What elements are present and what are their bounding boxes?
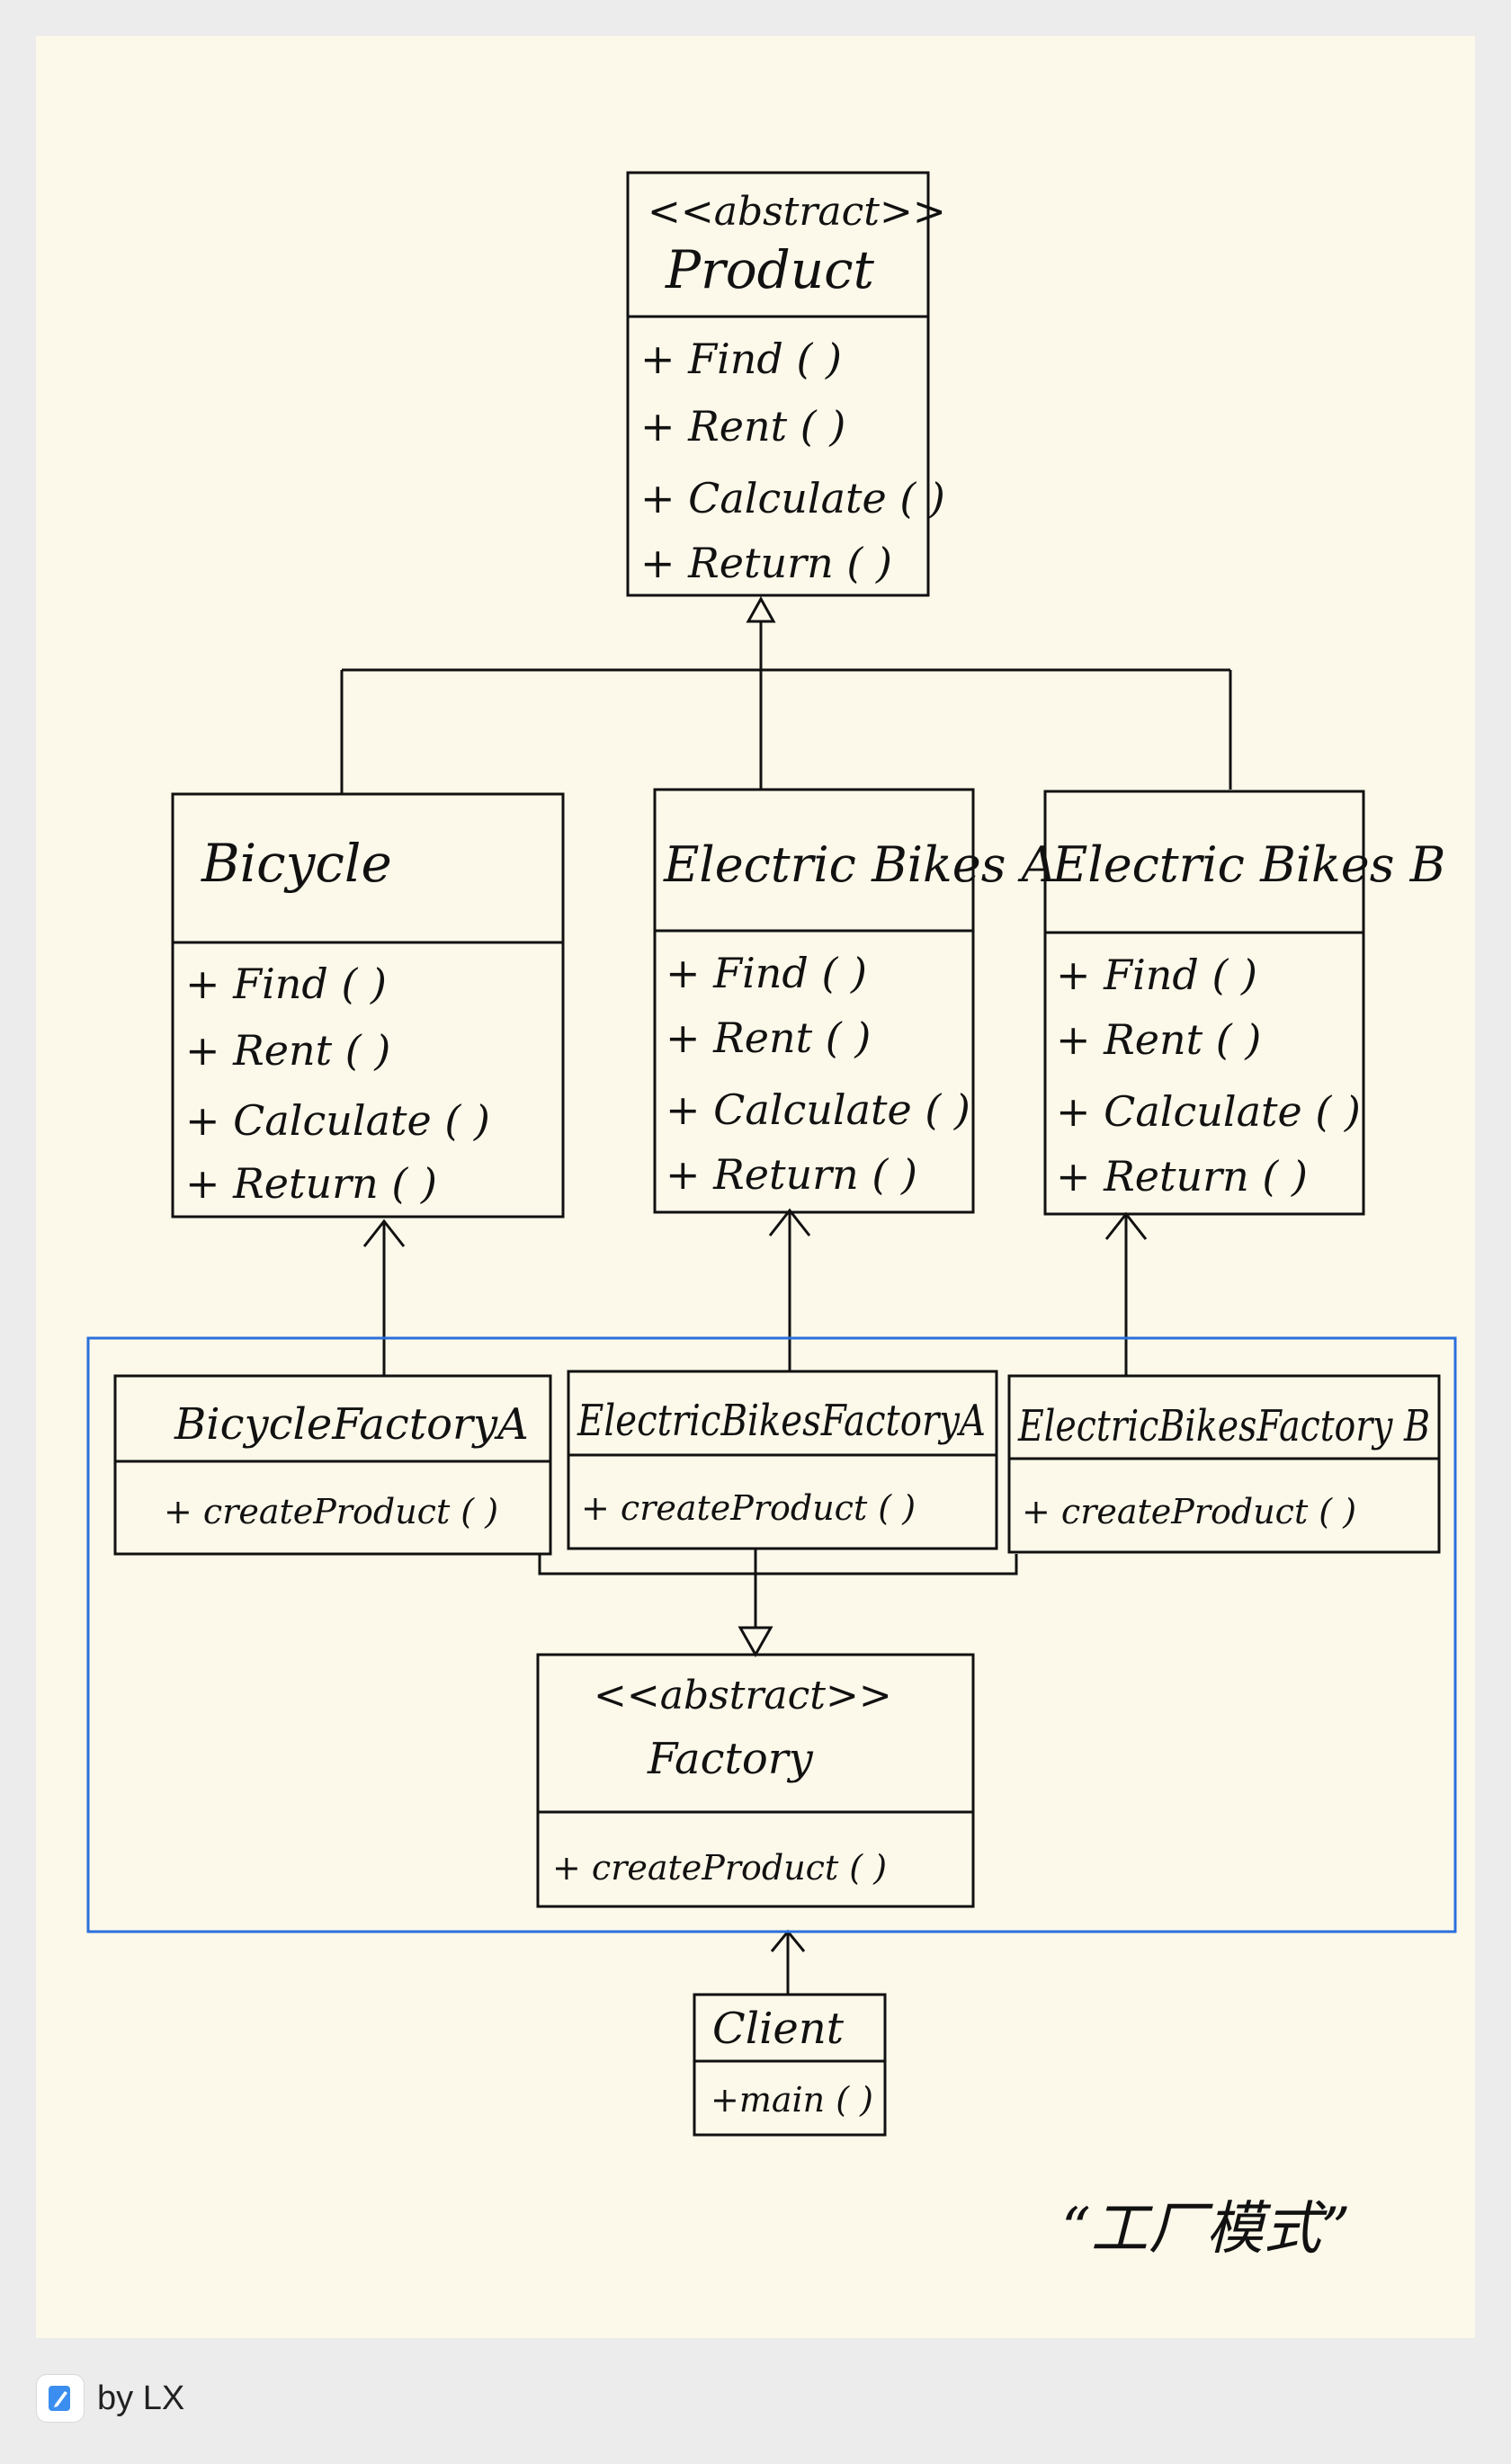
class-operation: + Calculate ( ) xyxy=(1056,1087,1361,1136)
class-name: BicycleFactoryA xyxy=(174,1399,529,1450)
class-operation: + Find ( ) xyxy=(640,335,842,383)
class-operation: + Find ( ) xyxy=(185,960,387,1008)
class-product[interactable]: <<abstract>> Product + Find ( ) + Rent (… xyxy=(626,171,946,597)
paper-canvas: <<abstract>> Product + Find ( ) + Rent (… xyxy=(36,36,1475,2338)
class-box xyxy=(536,1653,975,1908)
factory-inheritance-bus-line xyxy=(538,1554,1018,1576)
class-operation: + Return ( ) xyxy=(640,539,892,587)
generalization-arrowhead xyxy=(746,595,776,623)
class-operation: + Return ( ) xyxy=(1056,1152,1308,1201)
class-operation: + createProduct ( ) xyxy=(1022,1492,1356,1531)
class-name: ElectricBikesFactory B xyxy=(1017,1401,1430,1451)
class-electric-bikes-factory-a[interactable]: ElectricBikesFactoryA + createProduct ( … xyxy=(567,1370,998,1550)
pen-note-icon-glyph xyxy=(49,2386,70,2411)
pen-note-icon[interactable] xyxy=(36,2374,85,2423)
class-box xyxy=(626,171,930,597)
class-name: Product xyxy=(665,239,875,300)
class-electric-bikes-a[interactable]: Electric Bikes A + Find ( ) + Rent ( ) +… xyxy=(653,788,1057,1214)
class-name: Factory xyxy=(647,1734,814,1784)
class-bicycle-factory-a[interactable]: BicycleFactoryA + createProduct ( ) xyxy=(113,1374,552,1556)
class-operation: + Find ( ) xyxy=(1056,951,1257,999)
bicycle-dependency-arrowhead xyxy=(362,1219,406,1247)
class-operation: + Find ( ) xyxy=(666,949,867,997)
class-operation: + Calculate ( ) xyxy=(640,474,945,522)
client-dependency-connector xyxy=(770,1929,806,1995)
class-operation: + Calculate ( ) xyxy=(666,1085,970,1134)
factory-inheritance-connector xyxy=(538,1549,1018,1658)
factory-group-frame xyxy=(86,1336,1457,1933)
class-electric-bikes-factory-b[interactable]: ElectricBikesFactory B + createProduct (… xyxy=(1007,1374,1441,1554)
factory-product-dependencies xyxy=(362,1208,1148,1376)
class-factory[interactable]: <<abstract>> Factory + createProduct ( ) xyxy=(536,1653,975,1908)
class-operation: + Calculate ( ) xyxy=(185,1096,490,1145)
class-operation: + createProduct ( ) xyxy=(552,1848,887,1888)
uml-diagram: <<abstract>> Product + Find ( ) + Rent (… xyxy=(86,171,1457,2263)
class-operation: + Rent ( ) xyxy=(640,402,845,451)
class-electric-bikes-b[interactable]: Electric Bikes B + Find ( ) + Rent ( ) +… xyxy=(1043,790,1445,1216)
diagram-note: “工厂模式” xyxy=(1061,2196,1350,2263)
class-box xyxy=(1043,790,1365,1216)
class-box xyxy=(171,792,565,1219)
class-operation: + Rent ( ) xyxy=(185,1026,390,1075)
class-operation: +main ( ) xyxy=(711,2080,873,2120)
class-box xyxy=(1007,1374,1441,1554)
class-box xyxy=(653,788,975,1214)
class-box xyxy=(693,1993,887,2137)
class-name: Electric Bikes A xyxy=(663,836,1057,893)
class-stereotype: <<abstract>> xyxy=(648,189,946,235)
class-name: Electric Bikes B xyxy=(1051,836,1445,893)
product-inheritance-connector xyxy=(340,595,1232,794)
class-stereotype: <<abstract>> xyxy=(594,1673,892,1719)
footer: by LX xyxy=(36,2374,184,2423)
class-operation: + Return ( ) xyxy=(666,1150,917,1199)
class-operation: + Return ( ) xyxy=(185,1159,437,1208)
class-name: Bicycle xyxy=(201,833,392,894)
class-operation: + createProduct ( ) xyxy=(164,1492,498,1531)
class-client[interactable]: Client +main ( ) xyxy=(693,1993,887,2137)
class-name: Client xyxy=(712,2004,845,2054)
class-operation: + Rent ( ) xyxy=(666,1013,871,1062)
class-name: ElectricBikesFactoryA xyxy=(577,1396,986,1446)
class-bicycle[interactable]: Bicycle + Find ( ) + Rent ( ) + Calculat… xyxy=(171,792,565,1219)
author-byline: by LX xyxy=(97,2379,185,2417)
class-box xyxy=(113,1374,552,1556)
factory-generalization-arrowhead xyxy=(738,1626,773,1658)
class-operation: + createProduct ( ) xyxy=(581,1488,916,1528)
class-box xyxy=(567,1370,998,1550)
ebike-a-dependency-arrowhead xyxy=(768,1208,811,1236)
class-operation: + Rent ( ) xyxy=(1056,1015,1261,1064)
